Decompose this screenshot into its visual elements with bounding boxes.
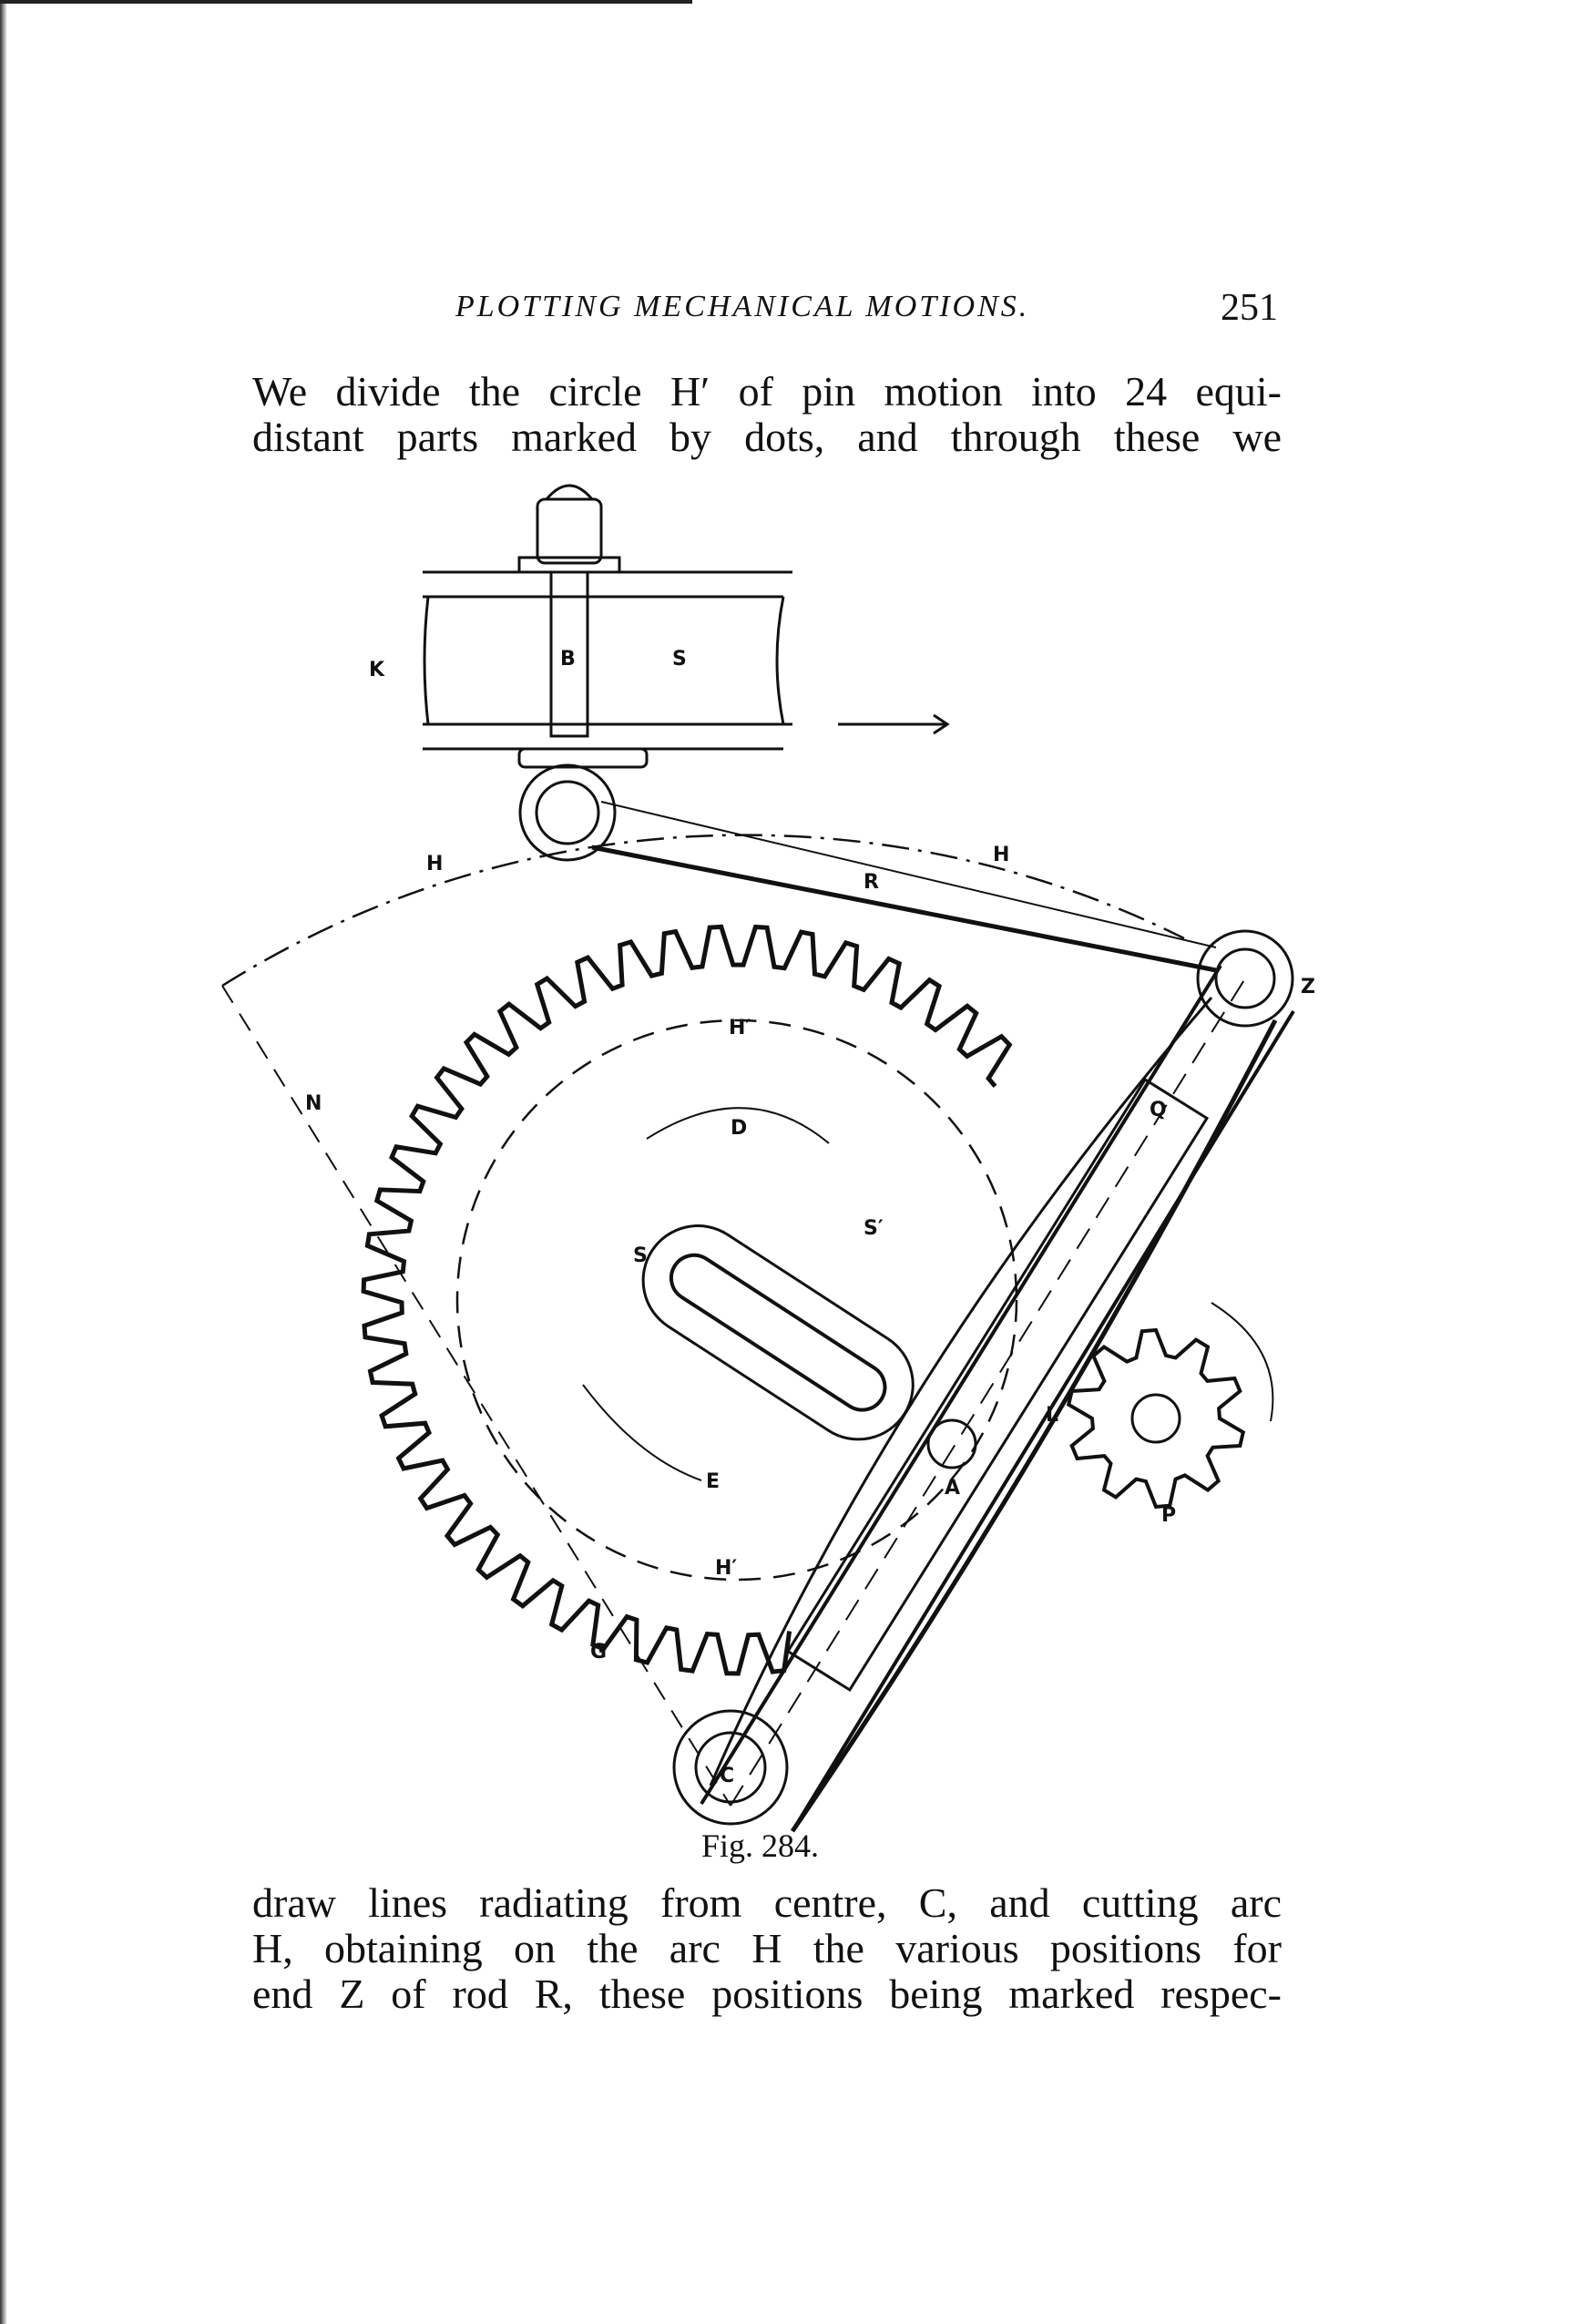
label-s-slot: S — [633, 1244, 648, 1267]
figure-caption: Fig. 284. — [701, 1827, 820, 1864]
label-p: P — [1161, 1504, 1176, 1527]
label-n: N — [305, 1092, 322, 1115]
label-l: L — [1046, 1404, 1058, 1427]
end-z-pin — [1214, 947, 1276, 1009]
text-line: H, obtaining on the arc H the various po… — [252, 1925, 1282, 1971]
rod-r — [591, 845, 1217, 973]
text-line: end Z of rod R, these positions being ma… — [252, 1971, 1282, 2017]
pivot-c — [694, 1731, 767, 1804]
scan-edge-left — [0, 0, 7, 2324]
label-g: G — [590, 1641, 607, 1664]
crank-slot — [641, 1224, 915, 1441]
label-e: E — [706, 1470, 720, 1493]
label-h-prime-bottom: H′ — [715, 1557, 737, 1580]
page-number: 251 — [1221, 287, 1278, 329]
label-c: C — [720, 1765, 734, 1787]
label-s-block: S — [672, 648, 687, 671]
label-d: D — [731, 1117, 747, 1140]
pin-a — [926, 1418, 977, 1469]
arc-h — [221, 834, 1185, 988]
end-z-boss — [1196, 929, 1294, 1028]
label-k: K — [369, 659, 385, 681]
scan-edge-top — [0, 0, 692, 4]
lever-l — [700, 964, 1295, 1833]
small-gear-p — [1066, 1327, 1246, 1510]
pin-circle-h-prime — [455, 1019, 1018, 1582]
label-h-right: H — [993, 844, 1009, 866]
running-head: PLOTTING MECHANICAL MOTIONS. — [455, 290, 1030, 323]
arrow-e — [582, 1384, 702, 1481]
crosshead-pin — [535, 780, 600, 845]
label-s-prime: S′ — [864, 1217, 884, 1240]
top-paragraph: We divide the circle H′ of pin motion in… — [252, 369, 1282, 460]
text-line: We divide the circle H′ of pin motion in… — [252, 368, 1282, 415]
line-n — [221, 985, 731, 1807]
label-h-prime-top: H′ — [729, 1017, 751, 1039]
bottom-paragraph: draw lines radiating from centre, C, and… — [252, 1880, 1282, 2017]
label-b: B — [560, 648, 576, 671]
crosshead-block — [423, 484, 950, 769]
arrow-d — [646, 1107, 830, 1144]
text-line: distant parts marked by dots, and throug… — [252, 414, 1282, 460]
large-gear — [361, 924, 1013, 1676]
text-line: draw lines radiating from centre, C, and… — [252, 1879, 1282, 1926]
label-a: A — [945, 1477, 960, 1500]
label-h-left: H — [426, 853, 443, 875]
label-r: R — [864, 871, 879, 894]
pinion-teeth — [1066, 1327, 1246, 1510]
label-q: Q — [1150, 1099, 1167, 1121]
gear-teeth — [361, 924, 1013, 1676]
crosshead-pin-boss — [518, 763, 617, 862]
label-z: Z — [1301, 976, 1315, 998]
pivot-c-boss — [672, 1709, 789, 1826]
